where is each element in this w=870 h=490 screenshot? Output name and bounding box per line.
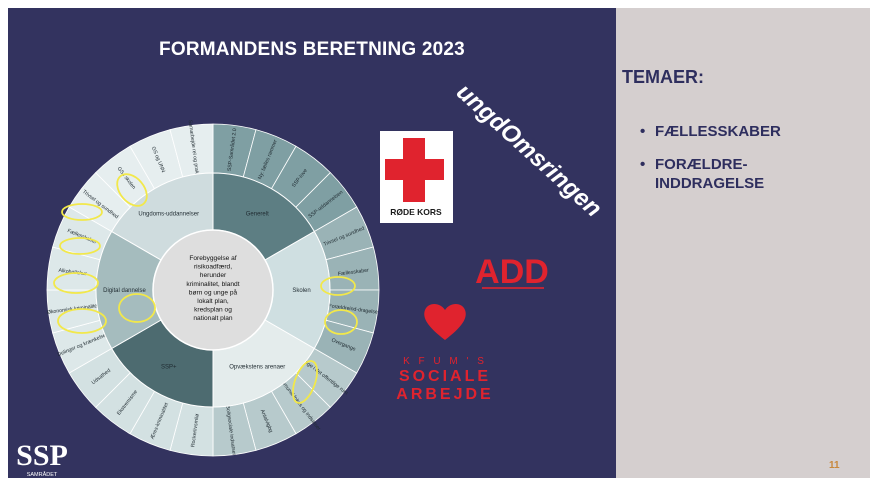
wheel-middle-label: Opvækstens arenaer — [229, 365, 285, 371]
theme-item: FORÆLDRE- INDDRAGELSE — [640, 155, 781, 193]
themes-list: FÆLLESSKABER FORÆLDRE- INDDRAGELSE — [640, 122, 781, 207]
heart-icon — [424, 304, 466, 340]
highlight-ring — [53, 272, 99, 294]
highlight-ring — [292, 360, 318, 404]
right-panel — [616, 8, 870, 478]
theme-item: FÆLLESSKABER — [640, 122, 781, 141]
wheel-center-line: risikoadfærd, — [194, 264, 232, 271]
wheel-center-line: børn og unge på — [189, 288, 238, 296]
page-number: 11 — [829, 460, 840, 471]
kfum-logo: K F U M ' S SOCIALE ARBEJDE — [396, 304, 493, 403]
wheel-center-line: nationalt plan — [193, 315, 233, 322]
ungdomsringen-wordmark: ungdOmsringen — [451, 78, 607, 222]
highlight-ring — [324, 309, 358, 335]
red-cross-label: RØDE KORS — [390, 207, 442, 217]
wheel-center-line: kredsplan og — [194, 307, 232, 314]
ssp-caption: SAMRÅDET — [27, 471, 58, 478]
wheel-outer-label: Rockerlivsmilø — [190, 412, 200, 447]
wheel-middle-label: SSP+ — [161, 365, 177, 371]
highlight-ring — [116, 173, 148, 207]
wheel-center-line: lokalt plan, — [197, 298, 229, 305]
ssp-mark: SSP — [16, 439, 68, 472]
theme-line: FORÆLDRE- — [655, 156, 748, 173]
themes-heading: TEMAER: — [622, 67, 704, 87]
add-wordmark: ADD — [475, 253, 549, 291]
wheel-middle-label: Skolen — [292, 288, 310, 294]
red-cross-logo: RØDE KORS — [380, 131, 453, 223]
highlight-ring — [61, 203, 103, 221]
theme-line: FÆLLESSKABER — [655, 123, 781, 140]
highlight-ring — [118, 293, 156, 323]
slide-title: FORMANDENS BERETNING 2023 — [159, 39, 465, 60]
wheel-center-line: Forebyggelse af — [189, 255, 236, 262]
wheel-center-line: herunder — [200, 272, 227, 279]
wheel-middle-label: Generelt — [246, 211, 269, 217]
ssp-samraadet-logo: SSP SAMRÅDET — [16, 439, 68, 478]
wheel-middle-label: Digital dannelse — [103, 288, 146, 294]
add-logo: ADD — [475, 253, 549, 291]
ungdomsringen-logo: ungdOmsringen — [451, 78, 607, 222]
wheel-center — [152, 229, 274, 351]
kfum-line3: ARBEJDE — [396, 386, 493, 403]
theme-line: INDDRAGELSE — [655, 175, 765, 192]
wheel-outer-label: Fællesskaber — [338, 267, 370, 277]
wheel-middle-label: Ungdoms-uddannelser — [138, 211, 199, 217]
kfum-line1: K F U M ' S — [403, 356, 487, 367]
highlight-ring — [320, 276, 356, 296]
wheel-center-line: kriminalitet, blandt — [186, 281, 239, 288]
highlight-ring — [57, 308, 107, 334]
highlight-ring — [59, 237, 101, 255]
kfum-line2: SOCIALE — [399, 368, 491, 385]
